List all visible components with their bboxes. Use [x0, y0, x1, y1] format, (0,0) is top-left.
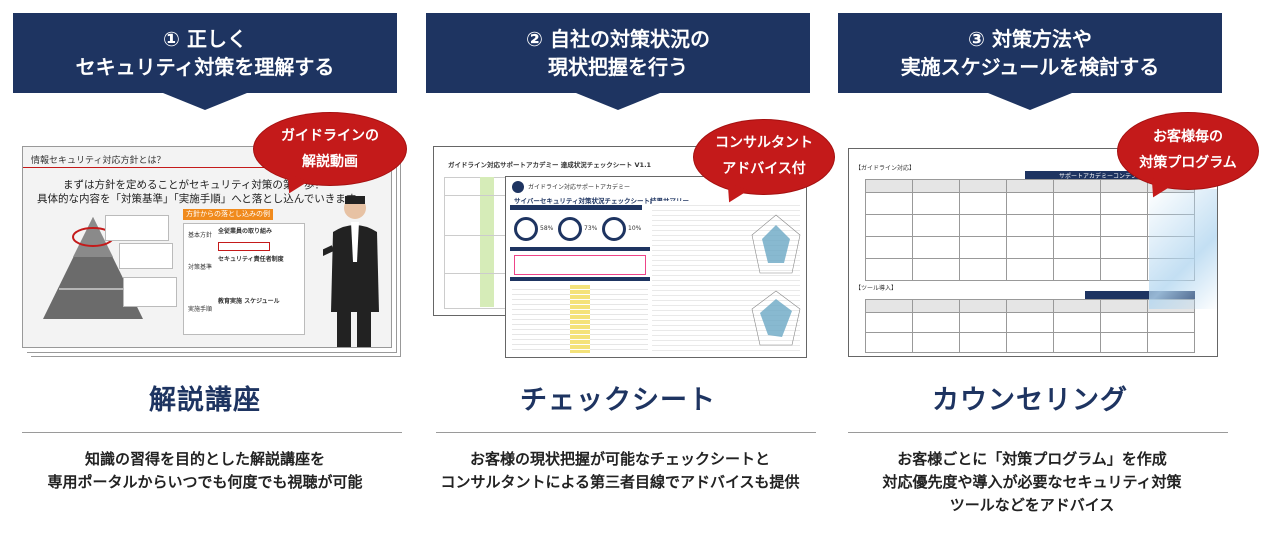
step3-banner-line2: 実施スケジュールを検討する: [900, 55, 1160, 79]
step3-banner-line1: ③ 対策方法や: [968, 27, 1092, 51]
slide-box3: [123, 277, 177, 307]
step3-banner: ③ 対策方法や 実施スケジュールを検討する: [838, 13, 1222, 110]
slide-line1: まずは方針を定めることがセキュリティ対策の第一歩！: [63, 179, 325, 191]
score-3: 10%: [628, 225, 642, 232]
step3-desc-line3: ツールなどをアドバイス: [949, 496, 1115, 514]
slide-row-procedure: 実施手順: [188, 306, 213, 313]
slide-row-basic: 基本方針: [188, 232, 213, 239]
step1-title: 解説講座: [149, 385, 261, 416]
step3-divider: [848, 432, 1228, 433]
step2-desc-line2: コンサルタントによる第三者目線でアドバイスも提供: [440, 473, 800, 491]
program-section1: 【ガイドライン対応】: [855, 165, 916, 172]
radar-chart-top: [751, 214, 801, 274]
step3-badge-line2: 対策プログラム: [1139, 155, 1237, 171]
step1-banner: ① 正しく セキュリティ対策を理解する: [13, 13, 397, 110]
step1-desc-line2: 専用ポータルからいつでも何度でも視聴が可能: [47, 473, 363, 491]
step3-badge-line1: お客様毎の: [1153, 129, 1223, 145]
step1-badge: ガイドラインの 解説動画: [254, 113, 406, 185]
slide-box1: [105, 215, 169, 241]
slide-panel-sub1: 全従業員の取り組み: [218, 228, 273, 235]
step3-desc-line1: お客様ごとに「対策プログラム」を作成: [897, 450, 1167, 468]
slide-panel: 基本方針 全従業員の取り組み 対策基準 セキュリティ責任者制度 実施手順 教育実…: [183, 223, 305, 335]
score-2: 73%: [584, 225, 598, 232]
slide-row-standard: 対策基準: [188, 264, 213, 271]
step1-banner-line2: セキュリティ対策を理解する: [75, 55, 335, 79]
summary-title: サイバーセキュリティ対策状況チェックシート結果サマリー: [514, 197, 689, 205]
step1-desc-line1: 知識の習得を目的とした解説講座を: [84, 450, 325, 468]
score-1: 58%: [540, 225, 554, 232]
step1-badge-line1: ガイドラインの: [281, 128, 379, 144]
pyramid-diagram: [43, 217, 143, 319]
step3-title: カウンセリング: [932, 385, 1128, 416]
step1-badge-line2: 解説動画: [302, 154, 358, 170]
step2-desc-line1: お客様の現状把握が可能なチェックシートと: [469, 450, 770, 468]
presenter-figure: [323, 196, 379, 347]
step2-banner-line2: 現状把握を行う: [548, 55, 688, 79]
step3-desc-line2: 対応優先度や導入が必要なセキュリティ対策: [882, 473, 1182, 491]
step3-description: お客様ごとに「対策プログラム」を作成 対応優先度や導入が必要なセキュリティ対策 …: [832, 448, 1232, 517]
step2-divider: [436, 432, 816, 433]
step3-badge: お客様毎の 対策プログラム: [1118, 113, 1258, 189]
checksheet-summary[interactable]: ガイドライン対応サポートアカデミー サイバーセキュリティ対策状況チェックシート結…: [505, 176, 807, 358]
slide-box2: [119, 243, 173, 269]
summary-org: ガイドライン対応サポートアカデミー: [528, 184, 631, 191]
slide-panel-sub2: セキュリティ責任者制度: [218, 256, 284, 263]
step2-banner-line1: ② 自社の対策状況の: [526, 27, 710, 51]
program-table-2: [865, 299, 1195, 353]
checksheet-header: ガイドライン対応サポートアカデミー 達成状況チェックシート V1.1: [448, 161, 652, 169]
step2-badge: コンサルタント アドバイス付: [694, 120, 834, 194]
slide-line2: 具体的な内容を「対策基準」「実施手順」へと落とし込んでいきます: [37, 193, 357, 205]
step2-title: チェックシート: [520, 385, 716, 416]
slide-panel-title: 方針からの落とし込みの例: [183, 209, 273, 220]
slide-panel-sub3: 教育実施 スケジュール: [218, 298, 280, 305]
step2-badge-line2: アドバイス付: [722, 161, 806, 177]
step2-badge-line1: コンサルタント: [715, 135, 813, 151]
step1-description: 知識の習得を目的とした解説講座を 専用ポータルからいつでも何度でも視聴が可能: [5, 448, 405, 494]
step1-banner-line1: ① 正しく: [163, 27, 247, 51]
radar-chart-bottom: [751, 290, 801, 346]
program-header-1: サポートアカデミーコンテンツ対応一覧: [1059, 173, 1168, 180]
program-section2: 【ツール導入】: [855, 285, 898, 292]
step1-divider: [22, 432, 402, 433]
slide-header: 情報セキュリティ対応方針とは？: [31, 156, 166, 166]
step2-banner: ② 自社の対策状況の 現状把握を行う: [426, 13, 810, 110]
step2-description: お客様の現状把握が可能なチェックシートと コンサルタントによる第三者目線でアドバ…: [420, 448, 820, 494]
